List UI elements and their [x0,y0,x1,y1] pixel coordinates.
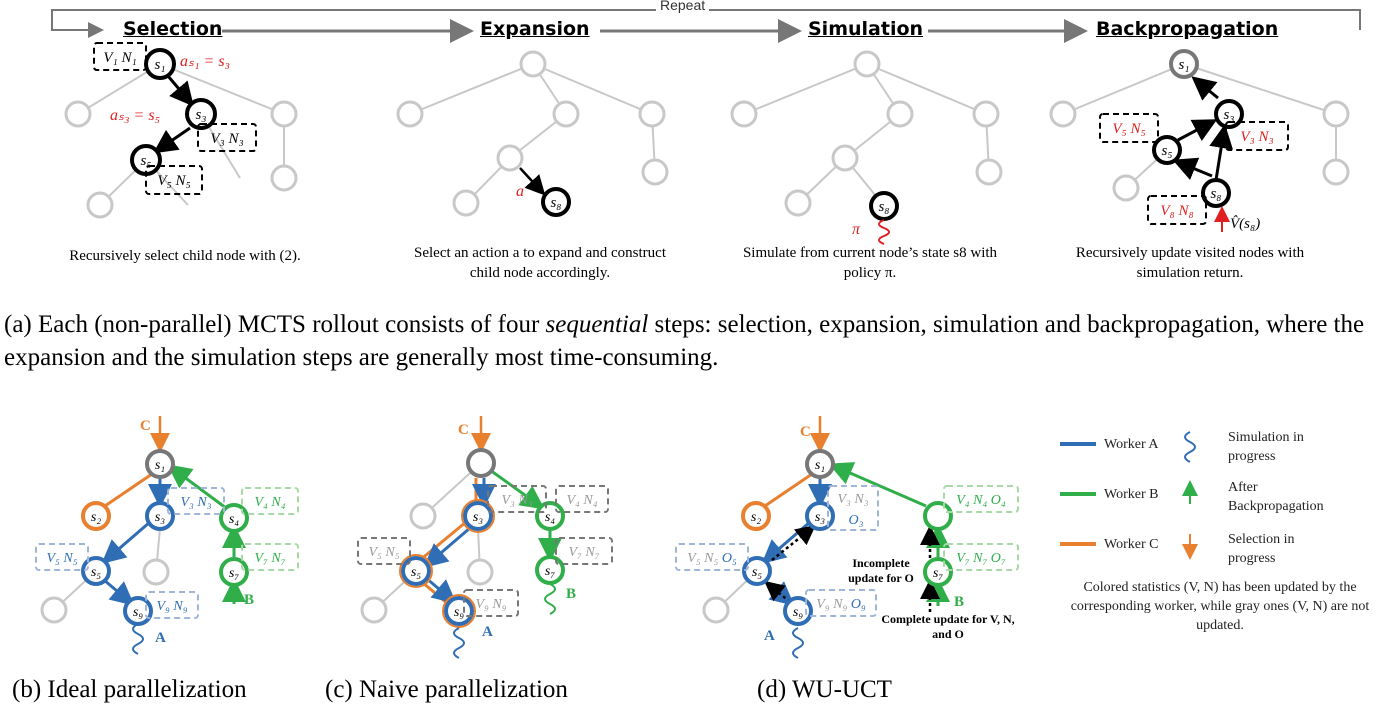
incomplete-update-label: Incomplete update for O [848,556,914,585]
worker-c-label-d: C [800,424,811,440]
expansion-title: Expansion [480,18,590,40]
svg-text:s₅: s₅ [1161,143,1172,159]
selection-caption: Recursively select child node with (2). [69,248,301,264]
legend-after-backprop: After Backpropagation [1228,480,1324,514]
svg-text:π: π [852,221,861,238]
svg-text:s₃: s₃ [155,510,165,525]
legend-worker-a: Worker A [1104,437,1159,452]
svg-text:V₅ N₅: V₅ N₅ [46,551,77,566]
svg-text:V₁ N₁: V₁ N₁ [103,50,136,66]
svg-text:V₃ N₃: V₃ N₃ [210,131,243,147]
svg-text:aₛ₃ = s₅: aₛ₃ = s₅ [110,107,160,124]
worker-b-label-d: B [954,594,965,610]
expansion-caption: Select an action a to expand and constru… [414,245,666,281]
simulation-title: Simulation [808,18,924,40]
svg-text:s₉: s₉ [454,605,464,620]
svg-text:s₁: s₁ [154,57,165,73]
svg-text:s₇: s₇ [933,566,943,581]
caption-d: (d) WU-UCT [757,676,892,703]
repeat-label: Repeat [656,0,710,13]
simulation-caption: Simulate from current node’s state s8 wi… [742,245,998,281]
svg-text:V₅ N₅: V₅ N₅ [1112,121,1145,137]
svg-text:s₅: s₅ [411,565,421,580]
worker-a-label-c: A [482,624,493,640]
svg-text:s₈: s₈ [550,195,561,211]
svg-text:s₂: s₂ [751,510,761,525]
svg-text:a: a [516,183,524,200]
svg-text:s₉: s₉ [133,605,143,620]
svg-text:s₃: s₃ [815,510,825,525]
worker-c-label-b: C [140,418,151,434]
svg-text:V₃ N₃: V₃ N₃ [180,495,211,510]
svg-text:s₅: s₅ [140,153,151,169]
svg-text:V₄ N₄: V₄ N₄ [566,493,597,508]
svg-text:s₅: s₅ [91,565,101,580]
worker-c-label-c: C [458,422,469,438]
worker-b-label-c: B [566,586,577,602]
svg-text:s₅: s₅ [752,565,762,580]
svg-text:V₃ N₃: V₃ N₃ [501,493,532,508]
svg-text:V₅ N₅ O₅: V₅ N₅ O₅ [687,551,737,566]
svg-text:s₇: s₇ [229,566,239,581]
caption-b: (b) Ideal parallelization [12,676,247,703]
svg-text:V̂(s₈): V̂(s₈) [1230,216,1260,232]
backprop-tree: s₁ s₃ s₅ s₈ V₅ N₅ V₃ N₃ V₈ N₈ V̂(s₈) [1049,49,1350,232]
svg-text:V₃ N₃: V₃ N₃ [1240,129,1273,145]
svg-text:V₉ N₉: V₉ N₉ [475,597,506,612]
svg-text:V₄ N₄: V₄ N₄ [254,495,285,510]
svg-text:s₇: s₇ [545,564,555,579]
legend-simulation: Simulation in progress [1228,430,1304,464]
svg-text:s₄: s₄ [229,512,239,527]
svg-text:s₃: s₃ [1223,107,1234,123]
selection-title: Selection [123,18,223,40]
simulation-tree: s₈ π [730,50,1003,245]
legend-glyphs [1060,431,1198,560]
complete-update-label: Complete update for V, N, and O [881,612,1015,641]
backpropagation-caption: Recursively update visited nodes with si… [1075,245,1305,281]
svg-text:V₇ N₇: V₇ N₇ [568,545,599,560]
worker-b-label-b: B [244,592,255,608]
panel-c-tree: s₃ s₅ s₉ s₄ s₇ V₃ N₃ V₄ N₄ V₅ N₅ V₇ N₇ V₉ N₉ [357,416,613,659]
svg-text:s₁: s₁ [155,458,165,473]
expansion-tree: s₈ a [396,50,669,217]
svg-text:s₈: s₈ [878,199,889,215]
svg-text:s₂: s₂ [91,510,101,525]
svg-text:s₉: s₉ [793,605,803,620]
svg-text:V₃ N₃: V₃ N₃ [837,492,868,507]
legend-selection: Selection in progress [1228,532,1295,566]
worker-a-label-d: A [764,628,775,644]
legend-worker-b: Worker B [1104,487,1159,502]
svg-text:s₃: s₃ [195,107,206,123]
svg-text:s₁: s₁ [815,458,825,473]
svg-text:V₈ N₈: V₈ N₈ [1160,203,1193,219]
svg-text:V₄ N₄ O₄: V₄ N₄ O₄ [956,493,1006,508]
figure-caption-a: (a) Each (non-parallel) MCTS rollout con… [4,311,1365,371]
legend-note: Colored statistics (V, N) has been updat… [1070,580,1370,633]
worker-a-label-b: A [155,630,166,646]
svg-text:V₅ N₅: V₅ N₅ [157,173,190,189]
svg-text:s₃: s₃ [473,510,483,525]
repeat-loop [51,9,1361,38]
svg-text:V₉ N₉: V₉ N₉ [156,599,187,614]
svg-text:s₁: s₁ [1178,57,1189,73]
svg-text:aₛ₁ = s₃: aₛ₁ = s₃ [180,53,230,70]
backpropagation-title: Backpropagation [1096,18,1279,40]
svg-text:V₉ N₉ O₉: V₉ N₉ O₉ [816,597,866,612]
svg-text:V₇ N₇: V₇ N₇ [254,551,285,566]
caption-c: (c) Naive parallelization [325,676,568,703]
svg-text:O₃: O₃ [849,513,864,528]
svg-text:s₄: s₄ [545,510,555,525]
panel-b-tree: s₁ s₂ s₃ s₅ s₉ s₄ s₇ V₃ N₃ V₄ N₄ V₅ N₅ V₇ N₇ V₉… [35,416,299,655]
svg-text:V₇ N₇ O₇: V₇ N₇ O₇ [956,551,1006,566]
svg-text:V₅ N₅: V₅ N₅ [368,545,399,560]
svg-text:s₈: s₈ [1210,186,1221,202]
selection-tree: s₁ s₃ s₅ V₁ N₁ V₃ N₃ V₅ N₅ aₛ₁ = s₃ aₛ₃ = s₅ [64,42,298,219]
legend-worker-c: Worker C [1104,537,1159,552]
